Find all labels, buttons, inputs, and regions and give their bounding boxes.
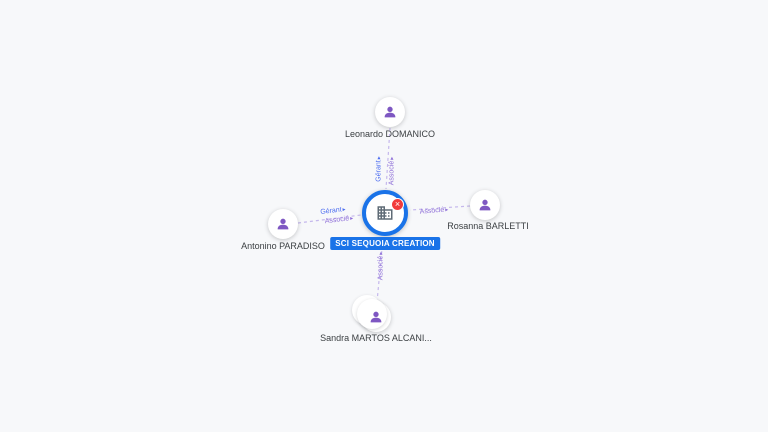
edge-label-text: Associé xyxy=(377,255,385,281)
node-sci-sequoia-creation[interactable]: × xyxy=(362,190,408,236)
edge-arrow-icon: ▸ xyxy=(349,215,354,223)
node-label-antonino: Antonino PARADISO xyxy=(241,241,325,251)
edge-label-text: Gérant xyxy=(375,160,383,182)
node-rosanna-barletti[interactable] xyxy=(470,190,500,220)
edge-label-associe-leonardo: Associé▸ xyxy=(389,157,396,186)
edge-label-associe-sandra: Associé▸ xyxy=(378,252,385,281)
node-antonino-paradiso[interactable] xyxy=(268,209,298,239)
node-label-leonardo: Leonardo DOMANICO xyxy=(344,129,436,139)
node-leonardo-domanico[interactable] xyxy=(375,97,405,127)
remove-node-button[interactable]: × xyxy=(391,198,404,211)
edge-arrow-icon: ▸ xyxy=(376,156,383,160)
edge-arrow-icon: ▸ xyxy=(444,207,449,214)
node-label-sandra: Sandra MARTOS ALCANI... xyxy=(320,333,432,343)
edge-label-text: Associé xyxy=(388,160,396,186)
center-company-label[interactable]: SCI SEQUOIA CREATION xyxy=(330,237,440,250)
node-label-rosanna: Rosanna BARLETTI xyxy=(447,221,529,231)
person-icon xyxy=(382,104,398,120)
edge-label-gerant-leonardo: Gérant▸ xyxy=(376,156,383,181)
person-icon xyxy=(368,309,384,325)
close-icon: × xyxy=(394,199,401,209)
company-building-icon xyxy=(376,204,394,222)
edge-sandra-center xyxy=(376,237,384,303)
person-icon xyxy=(275,216,291,232)
edge-arrow-icon: ▸ xyxy=(342,206,347,214)
edge-rosanna-center xyxy=(409,205,471,211)
edge-antonino-center xyxy=(297,214,362,224)
edge-leonardo-center xyxy=(385,127,391,190)
person-icon xyxy=(477,197,493,213)
node-sandra-martos[interactable] xyxy=(352,295,391,332)
